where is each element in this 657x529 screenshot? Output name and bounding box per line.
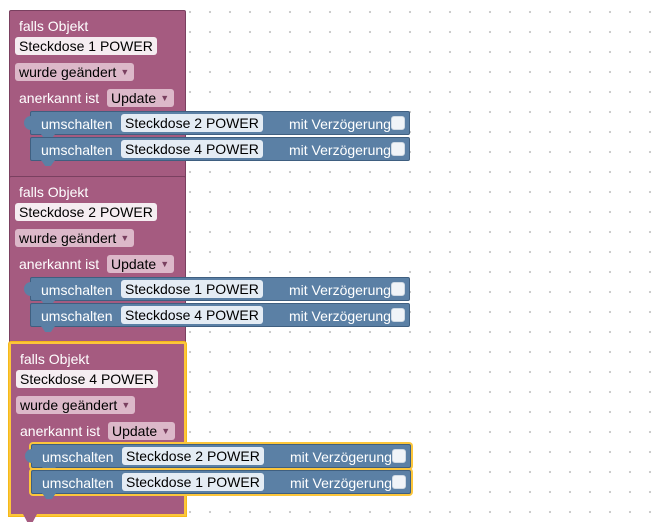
delay-label: mit Verzögerung bbox=[289, 142, 391, 158]
toggle-action-block[interactable]: umschalten Steckdose 4 POWER mit Verzöge… bbox=[30, 303, 410, 332]
delay-checkbox[interactable] bbox=[391, 142, 405, 156]
block-notch bbox=[41, 326, 55, 332]
target-object-field[interactable]: Steckdose 1 POWER bbox=[121, 280, 263, 298]
block-title: falls Objekt bbox=[20, 351, 90, 367]
trigger-block-2[interactable]: falls Objekt Steckdose 2 POWER wurde geä… bbox=[9, 176, 410, 357]
change-mode-dropdown[interactable]: wurde geändert▼ bbox=[15, 229, 135, 247]
connector-tab bbox=[24, 116, 31, 130]
delay-checkbox[interactable] bbox=[392, 475, 406, 489]
block-notch bbox=[23, 514, 37, 522]
delay-label: mit Verzögerung bbox=[289, 308, 391, 324]
block-notch bbox=[41, 160, 55, 166]
toggle-action-block[interactable]: umschalten Steckdose 2 POWER mit Verzöge… bbox=[25, 444, 411, 473]
caret-down-icon: ▼ bbox=[161, 426, 171, 436]
caret-down-icon: ▼ bbox=[120, 233, 130, 243]
change-mode-value: wurde geändert bbox=[19, 230, 117, 246]
ack-dropdown[interactable]: Update▼ bbox=[107, 255, 175, 273]
action-label: umschalten bbox=[41, 142, 113, 158]
connector-tab bbox=[24, 282, 31, 296]
delay-label: mit Verzögerung bbox=[289, 116, 391, 132]
delay-checkbox[interactable] bbox=[391, 116, 405, 130]
action-label: umschalten bbox=[41, 308, 113, 324]
action-label: umschalten bbox=[41, 116, 113, 132]
toggle-action-block[interactable]: umschalten Steckdose 2 POWER mit Verzöge… bbox=[24, 111, 410, 140]
ack-label: anerkannt ist bbox=[20, 423, 101, 439]
ack-label: anerkannt ist bbox=[19, 90, 100, 106]
ack-value: Update bbox=[111, 256, 157, 272]
delay-label: mit Verzögerung bbox=[289, 282, 391, 298]
caret-down-icon: ▼ bbox=[160, 259, 170, 269]
ack-label: anerkannt ist bbox=[19, 256, 100, 272]
trigger-block-3[interactable]: falls Objekt Steckdose 4 POWER wurde geä… bbox=[9, 342, 411, 522]
ack-dropdown[interactable]: Update▼ bbox=[107, 89, 175, 107]
change-mode-value: wurde geändert bbox=[20, 397, 118, 413]
toggle-action-block[interactable]: umschalten Steckdose 1 POWER mit Verzöge… bbox=[31, 470, 411, 499]
action-label: umschalten bbox=[42, 475, 114, 491]
delay-label: mit Verzögerung bbox=[290, 449, 392, 465]
target-object-field[interactable]: Steckdose 1 POWER bbox=[122, 473, 264, 491]
delay-checkbox[interactable] bbox=[392, 449, 406, 463]
target-object-field[interactable]: Steckdose 4 POWER bbox=[121, 306, 263, 324]
action-label: umschalten bbox=[42, 449, 114, 465]
block-title: falls Objekt bbox=[19, 184, 89, 200]
toggle-action-block[interactable]: umschalten Steckdose 1 POWER mit Verzöge… bbox=[24, 277, 410, 306]
caret-down-icon: ▼ bbox=[160, 93, 170, 103]
delay-checkbox[interactable] bbox=[391, 308, 405, 322]
target-object-field[interactable]: Steckdose 4 POWER bbox=[121, 140, 263, 158]
target-object-field[interactable]: Steckdose 2 POWER bbox=[121, 114, 263, 132]
block-notch bbox=[42, 493, 56, 499]
caret-down-icon: ▼ bbox=[121, 400, 131, 410]
connector-tab bbox=[25, 449, 32, 463]
change-mode-dropdown[interactable]: wurde geändert▼ bbox=[16, 396, 136, 414]
block-title: falls Objekt bbox=[19, 18, 89, 34]
object-id-field[interactable]: Steckdose 4 POWER bbox=[16, 370, 158, 388]
object-id-field[interactable]: Steckdose 1 POWER bbox=[15, 37, 157, 55]
toggle-action-block[interactable]: umschalten Steckdose 4 POWER mit Verzöge… bbox=[30, 137, 410, 166]
change-mode-dropdown[interactable]: wurde geändert▼ bbox=[15, 63, 135, 81]
target-object-field[interactable]: Steckdose 2 POWER bbox=[122, 447, 264, 465]
ack-value: Update bbox=[112, 423, 158, 439]
ack-value: Update bbox=[111, 90, 157, 106]
ack-dropdown[interactable]: Update▼ bbox=[108, 422, 176, 440]
object-id-field[interactable]: Steckdose 2 POWER bbox=[15, 203, 157, 221]
trigger-block-1[interactable]: falls Objekt Steckdose 1 POWER wurde geä… bbox=[9, 10, 410, 191]
delay-label: mit Verzögerung bbox=[290, 475, 392, 491]
delay-checkbox[interactable] bbox=[391, 282, 405, 296]
caret-down-icon: ▼ bbox=[120, 67, 130, 77]
change-mode-value: wurde geändert bbox=[19, 64, 117, 80]
action-label: umschalten bbox=[41, 282, 113, 298]
